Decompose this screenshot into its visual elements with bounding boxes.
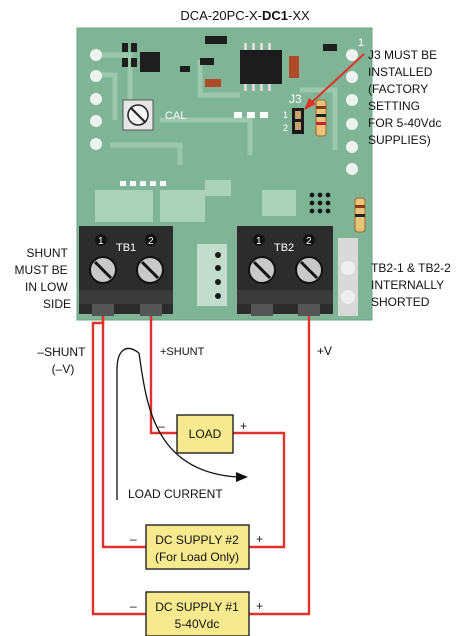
supply1-positive-wire <box>249 316 311 616</box>
pos-v-label: +V <box>317 344 332 358</box>
ic-chip <box>240 43 282 91</box>
neg-shunt-label: –SHUNT (–V) <box>37 345 88 376</box>
supply1-subtitle: 5-40Vdc <box>175 617 220 631</box>
pos-shunt-label: +SHUNT <box>160 346 205 358</box>
middle-header-pins <box>197 244 227 306</box>
shunt-note: SHUNT MUST BE IN LOW SIDE <box>15 246 71 311</box>
load-current-label: LOAD CURRENT <box>128 487 223 501</box>
tb1-label: TB1 <box>116 242 136 254</box>
corner-pin-label: 1 <box>358 37 364 49</box>
terminal-block-tb2: 1 2 TB2 <box>237 226 333 316</box>
load-box: LOAD <box>176 414 234 454</box>
supply2-negative-wire <box>101 316 146 549</box>
supply2-plus-label: + <box>256 532 263 546</box>
supply2-minus-label: – <box>130 532 137 546</box>
load-current-arrow <box>116 347 248 500</box>
load-label: LOAD <box>189 427 222 441</box>
j3-callout-arrow <box>304 53 365 110</box>
load-positive-wire <box>233 431 286 549</box>
supply1-negative-wire <box>91 316 146 616</box>
supply1-title: DC SUPPLY #1 <box>155 600 239 614</box>
right-connector-strip <box>338 238 358 316</box>
cal-label: CAL <box>165 110 186 122</box>
dc-supply-1-box: DC SUPPLY #1 5-40Vdc <box>145 591 250 636</box>
supply2-subtitle: (For Load Only) <box>155 550 239 564</box>
supply2-title: DC SUPPLY #2 <box>155 533 239 547</box>
tb1-pin1-label: 1 <box>98 236 104 247</box>
j3-label: J3 <box>289 92 302 106</box>
tb2-short-note: TB2-1 & TB2-2 INTERNALLY SHORTED <box>371 261 454 309</box>
tb2-pin2-label: 2 <box>306 236 312 247</box>
supply1-plus-label: + <box>256 599 263 613</box>
j3-jumper <box>292 108 304 134</box>
load-plus-label: + <box>240 419 247 433</box>
cal-potentiometer <box>122 99 154 131</box>
tb1-pin2-label: 2 <box>148 236 154 247</box>
load-minus-label: – <box>158 419 165 433</box>
terminal-block-tb1: 1 2 TB1 <box>79 226 173 316</box>
supply1-minus-label: – <box>130 599 137 613</box>
dc-supply-2-box: DC SUPPLY #2 (For Load Only) <box>145 524 250 570</box>
load-negative-wire <box>149 316 177 435</box>
j3-pin2-label: 2 <box>283 123 288 133</box>
tb2-pin1-label: 1 <box>256 236 262 247</box>
j3-callout-text: J3 MUST BE INSTALLED (FACTORY SETTING FO… <box>368 48 445 147</box>
j3-pin1-label: 1 <box>283 110 288 120</box>
part-number-title: DCA-20PC-X-DC1-XX <box>180 8 310 23</box>
tb2-label: TB2 <box>274 242 294 254</box>
